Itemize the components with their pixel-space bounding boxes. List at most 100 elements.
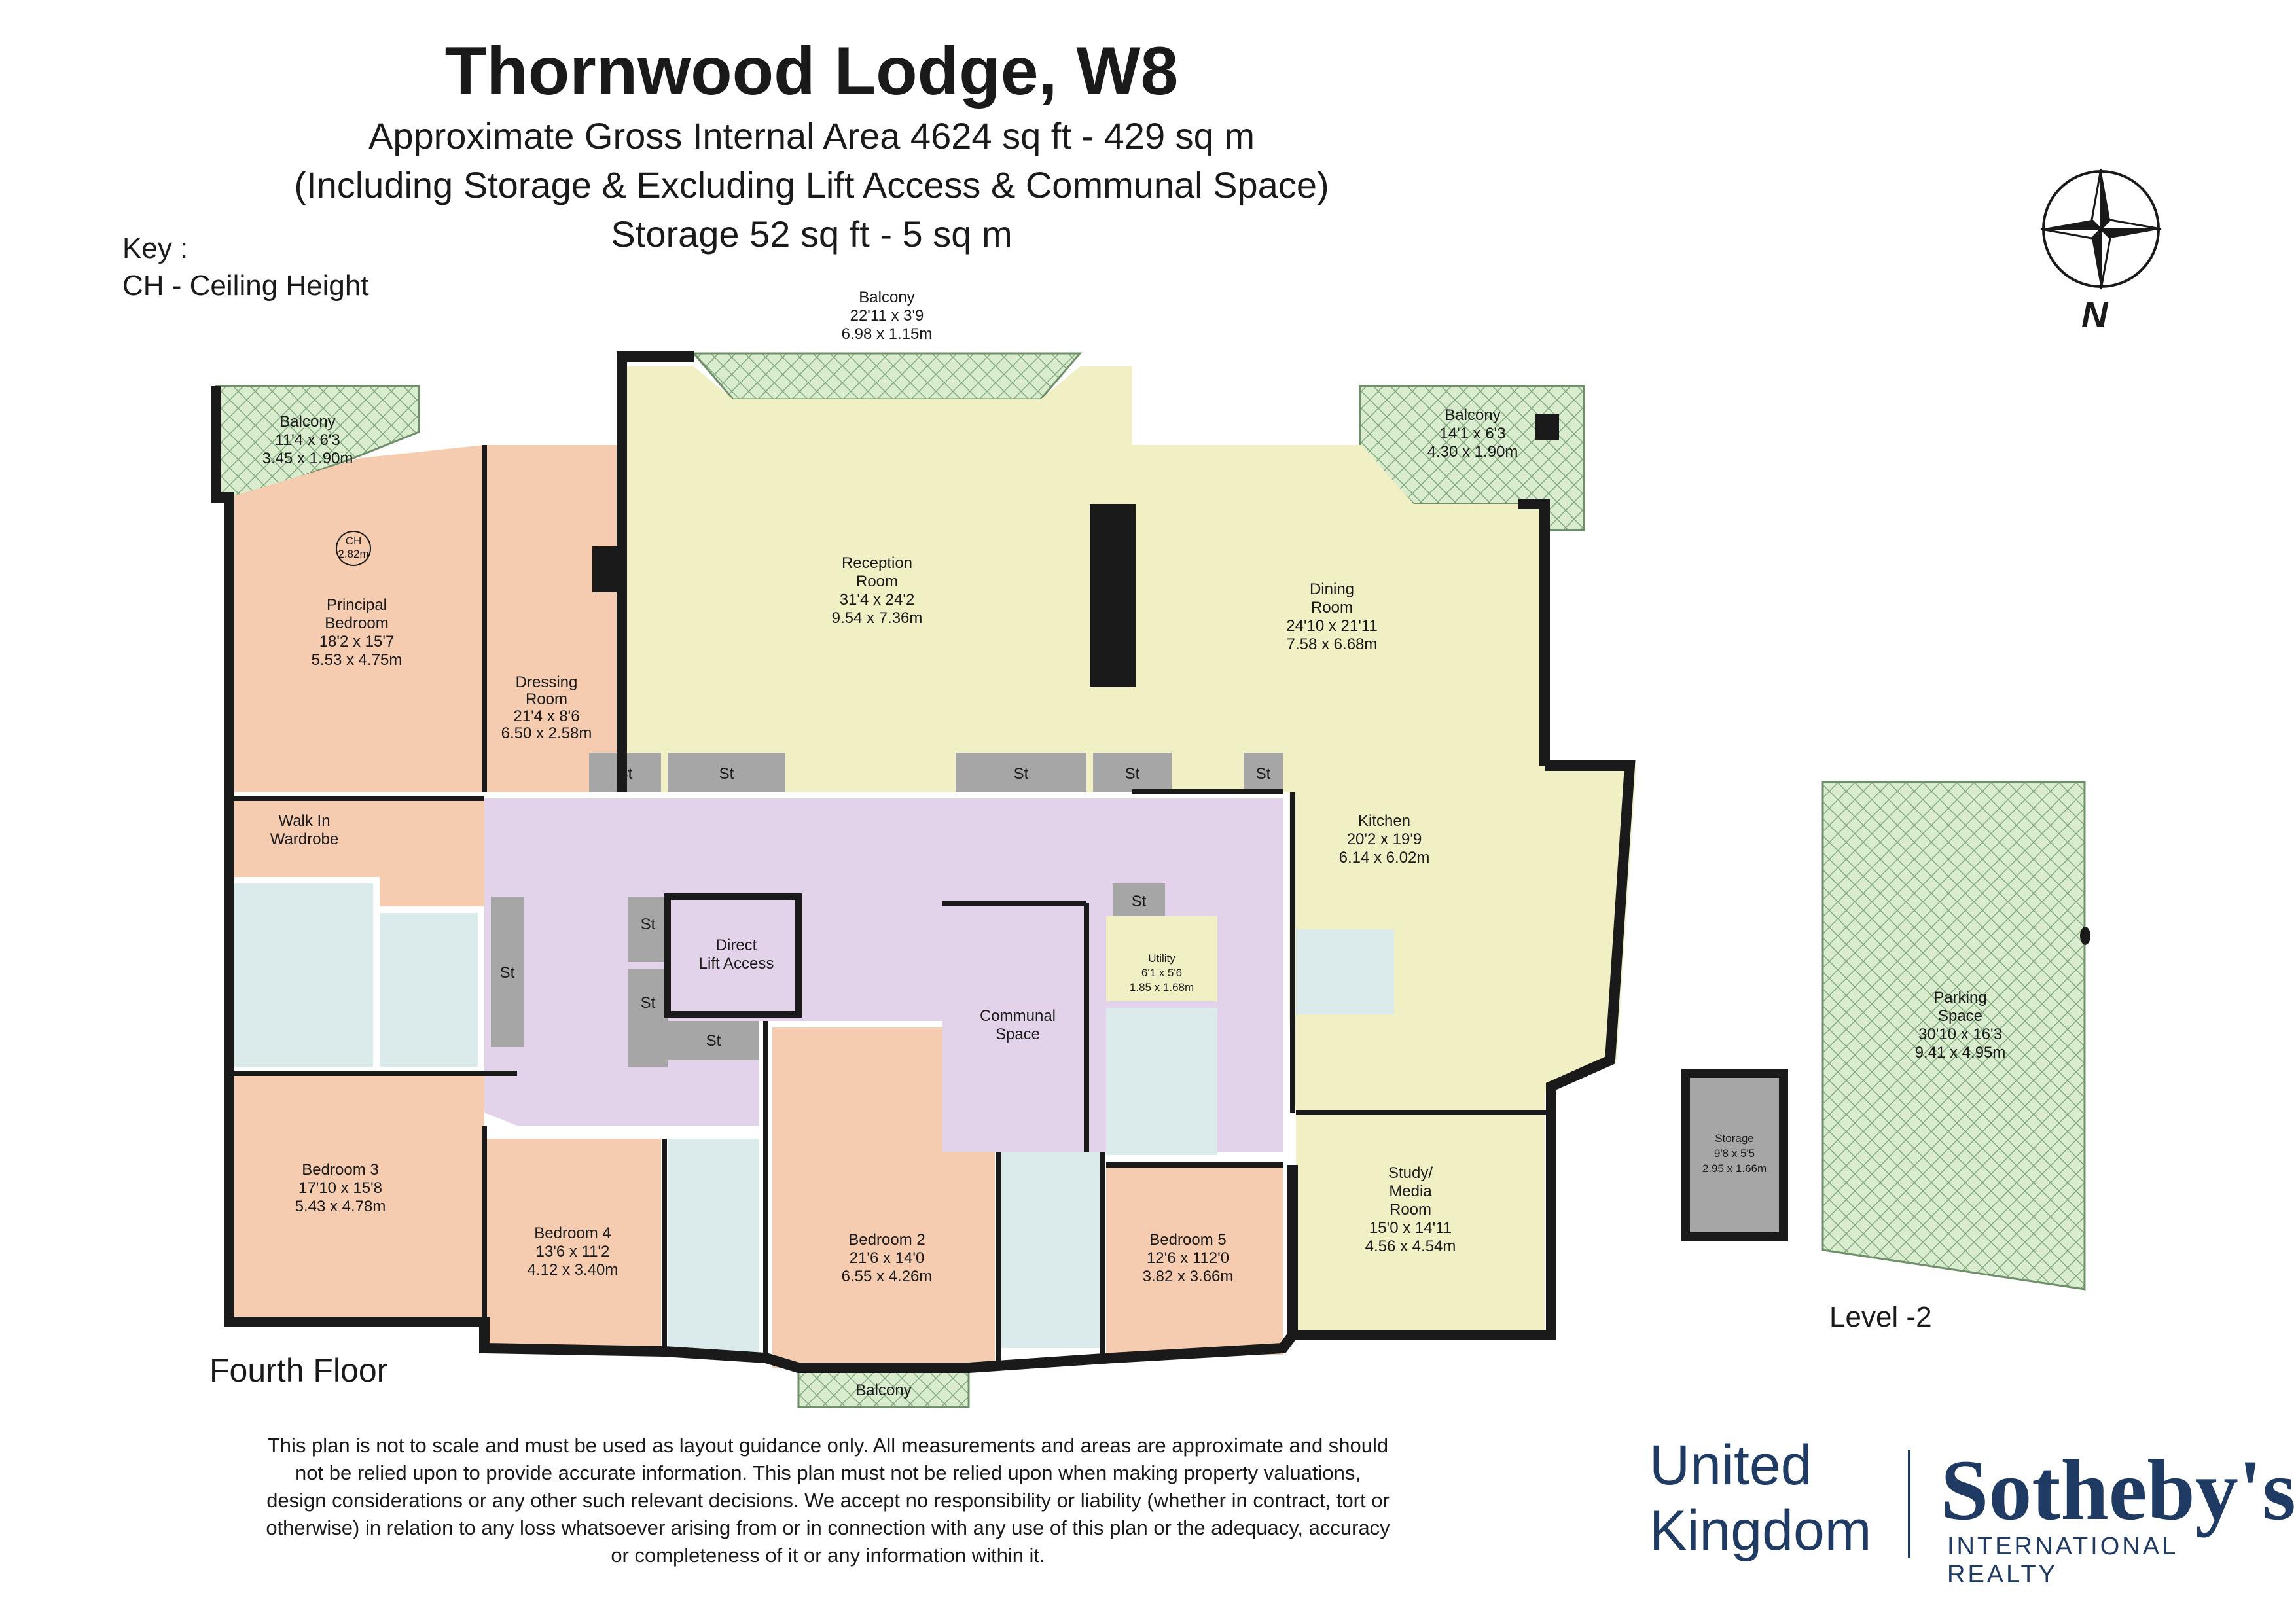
wall-dining xyxy=(1518,499,1550,766)
storage-metric: 2.95 x 1.66m xyxy=(1702,1162,1767,1175)
key-heading: Key : xyxy=(122,232,188,264)
storage-area-line: Storage 52 sq ft - 5 sq m xyxy=(611,213,1013,255)
storage-level-2 xyxy=(1681,1069,1788,1241)
brand-logo-name: Sotheby's xyxy=(1941,1442,2296,1538)
bedroom3-name: Bedroom 3 xyxy=(302,1161,378,1179)
bathroom-b2 xyxy=(1001,1152,1100,1348)
utility-room xyxy=(1106,916,1217,1001)
dressing-metric: 6.50 x 2.58m xyxy=(501,724,592,742)
level-2-label: Level -2 xyxy=(1829,1301,1932,1333)
bedroom3-metric: 5.43 x 4.78m xyxy=(295,1198,386,1215)
dressing-name-1: Dressing xyxy=(516,673,578,691)
brand-divider xyxy=(1908,1450,1910,1558)
st-label-10: St xyxy=(1132,893,1147,910)
wall-principal xyxy=(211,386,234,798)
brand-region-line1: United xyxy=(1649,1434,1812,1497)
study-name-1: Study/ xyxy=(1388,1164,1433,1182)
st-8 xyxy=(628,969,668,1067)
st-9 xyxy=(668,1021,759,1060)
ch-value: 2.82m xyxy=(338,548,368,560)
balcony-right-name: Balcony xyxy=(1444,406,1500,424)
reception-name-2: Room xyxy=(856,573,898,590)
walkin-name-1: Walk In xyxy=(278,812,330,830)
bedroom-4 xyxy=(484,1139,661,1348)
balcony-bottom xyxy=(797,1366,970,1408)
bedroom-2 xyxy=(772,1027,995,1368)
ensuite-principal-2 xyxy=(380,913,478,1067)
communal-space xyxy=(484,798,1283,1152)
st-4 xyxy=(1093,753,1172,792)
principal-name-2: Bedroom xyxy=(325,615,388,632)
st-3 xyxy=(956,753,1086,792)
principal-metric: 5.53 x 4.75m xyxy=(312,651,403,669)
dressing-imperial: 21'4 x 8'6 xyxy=(513,707,579,725)
balcony-right-block xyxy=(1535,414,1559,440)
utility-imperial: 6'1 x 5'6 xyxy=(1141,967,1182,979)
lift-access xyxy=(664,893,802,1018)
st-label-2: St xyxy=(719,765,734,783)
bedroom4-name: Bedroom 4 xyxy=(534,1224,611,1242)
dining-imperial: 24'10 x 21'11 xyxy=(1286,617,1378,635)
principal-name-1: Principal xyxy=(327,596,387,614)
parking-imperial: 30'10 x 16'3 xyxy=(1918,1026,2002,1043)
dining-room xyxy=(1132,445,1545,792)
principal-hall xyxy=(380,798,484,906)
st-6 xyxy=(491,897,524,1047)
area-note-line: (Including Storage & Excluding Lift Acce… xyxy=(294,164,1329,205)
bedroom2-imperial: 21'6 x 14'0 xyxy=(850,1249,925,1267)
bedroom4-metric: 4.12 x 3.40m xyxy=(528,1261,619,1279)
bedroom5-imperial: 12'6 x 112'0 xyxy=(1147,1249,1229,1267)
st-label-6: St xyxy=(500,964,515,982)
st-label-5: St xyxy=(1256,765,1271,783)
balcony-left-name: Balcony xyxy=(279,413,335,431)
st-label-3: St xyxy=(1014,765,1029,783)
wall-reception xyxy=(617,351,694,792)
ch-marker xyxy=(336,531,371,566)
kitchen-imperial: 20'2 x 19'9 xyxy=(1347,830,1422,848)
storage-imperial: 9'8 x 5'5 xyxy=(1714,1147,1755,1160)
dining-name-1: Dining xyxy=(1310,580,1354,598)
parking-name-2: Space xyxy=(1938,1007,1982,1025)
reception-imperial: 31'4 x 24'2 xyxy=(840,591,915,609)
study-name-3: Room xyxy=(1390,1201,1431,1219)
key-item: CH - Ceiling Height xyxy=(122,270,369,302)
walk-in-wardrobe xyxy=(229,798,380,877)
bathroom-b4 xyxy=(668,1139,759,1355)
compass-rose xyxy=(2040,168,2162,290)
gross-area-line: Approximate Gross Internal Area 4624 sq … xyxy=(368,115,1255,156)
dining-name-2: Room xyxy=(1311,599,1353,616)
page-title: Thornwood Lodge, W8 xyxy=(444,33,1179,109)
bedroom5-name: Bedroom 5 xyxy=(1149,1231,1226,1249)
parking-space xyxy=(1821,781,2086,1291)
disclaimer-line: design considerations or any other such … xyxy=(266,1489,1390,1512)
st-5 xyxy=(1244,753,1283,792)
reception-name-1: Reception xyxy=(842,554,912,572)
dining-metric: 7.58 x 6.68m xyxy=(1287,635,1378,653)
brand-region-line2: Kingdom xyxy=(1649,1499,1872,1562)
st-10 xyxy=(1113,883,1165,916)
kitchen-wc xyxy=(1296,929,1394,1014)
dressing-room xyxy=(484,445,622,792)
communal-name-2: Space xyxy=(996,1026,1040,1043)
balcony-top-metric: 6.98 x 1.15m xyxy=(842,325,933,343)
reception-metric: 9.54 x 7.36m xyxy=(832,609,923,627)
parking-marker xyxy=(2080,927,2090,945)
study-metric: 4.56 x 4.54m xyxy=(1365,1238,1456,1255)
bedroom3-imperial: 17'10 x 15'8 xyxy=(298,1179,382,1197)
compass-north-label: N xyxy=(2081,294,2109,335)
bedroom-5 xyxy=(1106,1165,1283,1355)
communal-name-1: Communal xyxy=(980,1007,1056,1025)
balcony-right-metric: 4.30 x 1.90m xyxy=(1427,443,1518,461)
ensuite-principal xyxy=(229,883,373,1067)
kitchen-name: Kitchen xyxy=(1358,812,1410,830)
bedroom-3 xyxy=(229,1073,484,1322)
column-principal xyxy=(592,546,619,592)
balcony-top-name: Balcony xyxy=(859,289,914,306)
parking-metric: 9.41 x 4.95m xyxy=(1915,1044,2006,1061)
fireplace xyxy=(1090,504,1136,687)
kitchen-area xyxy=(1289,766,1636,1335)
balcony-top xyxy=(691,352,1083,401)
ch-label: CH xyxy=(346,535,362,547)
walkin-name-2: Wardrobe xyxy=(270,830,338,848)
